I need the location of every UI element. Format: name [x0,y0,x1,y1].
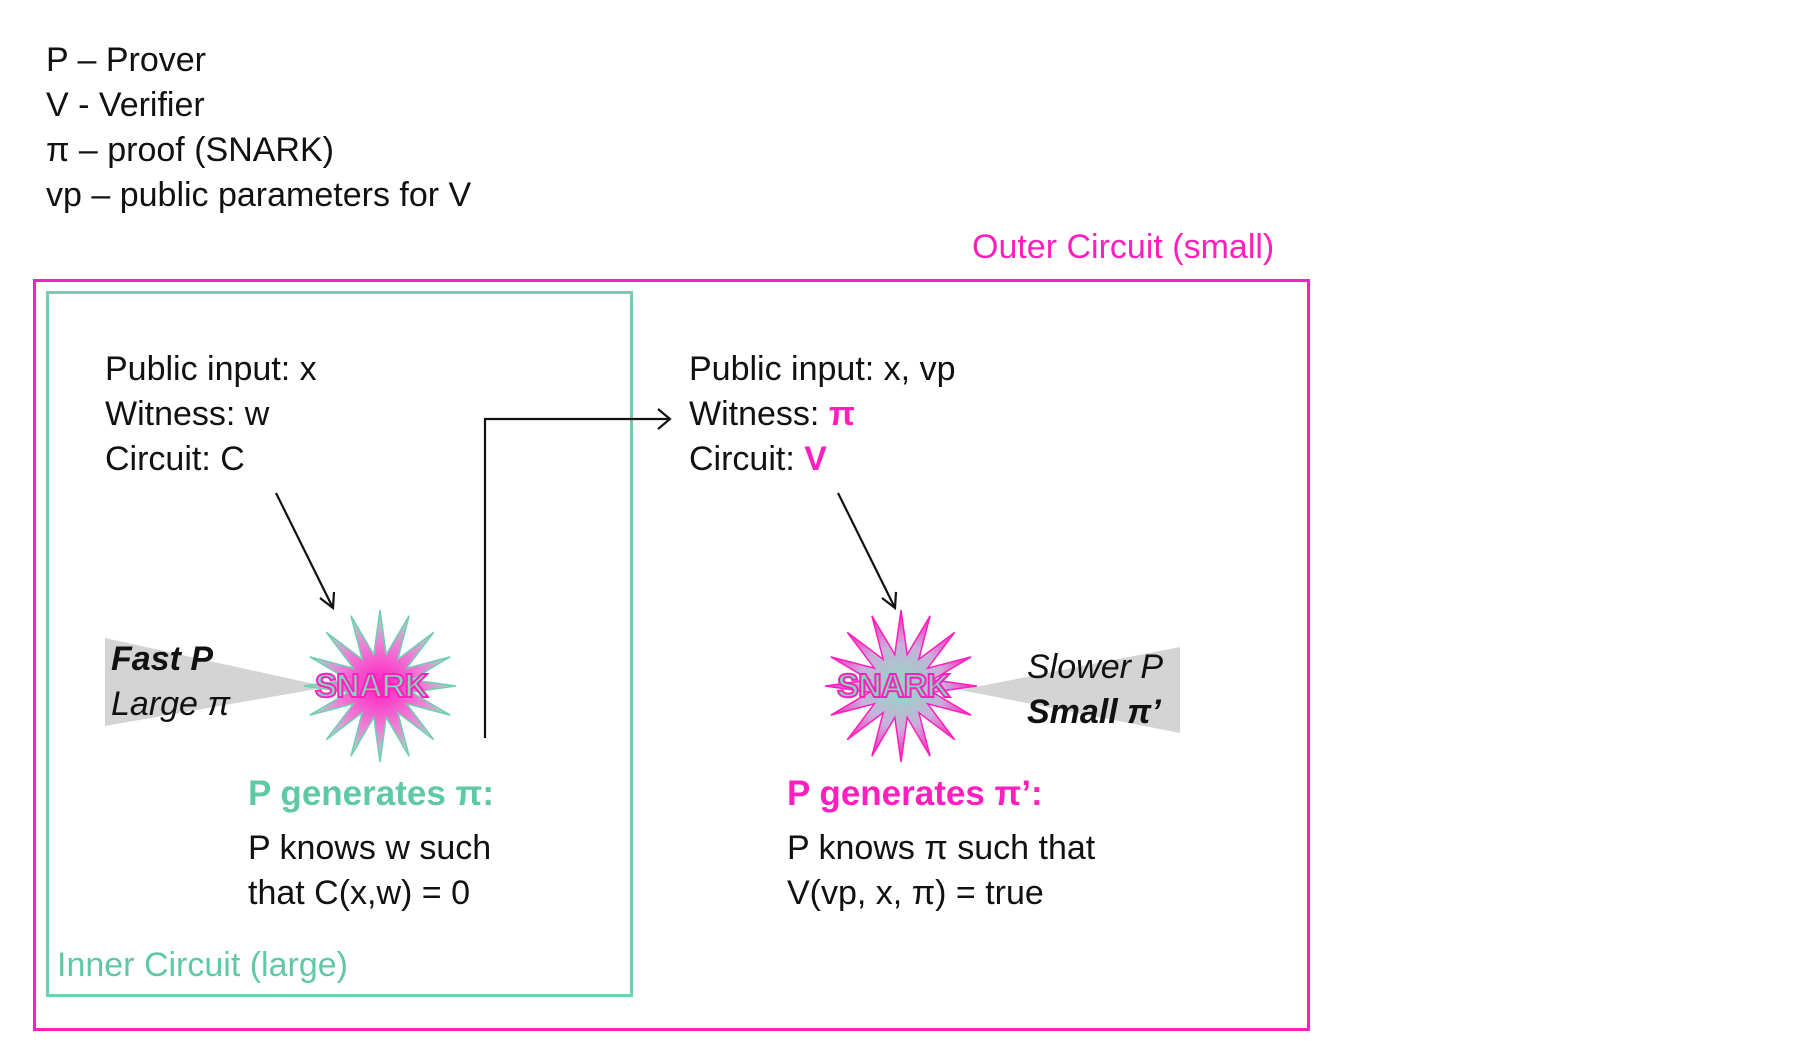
left-public-input: Public input: x [105,350,317,388]
left-tag-size: Large π [111,685,231,723]
legend-verifier: V - Verifier [46,86,205,124]
right-input-arrow [837,492,898,611]
right-circuit-value: V [804,440,827,478]
left-witness: Witness: w [105,395,270,433]
right-spotlight-cone [960,647,1180,733]
right-witness: Witness: π [689,392,955,437]
legend: P – Prover V - Verifier π – proof (SNARK… [46,38,471,218]
left-tag-speed: Fast P [111,640,214,678]
right-statement-line-2: V(vp, x, π) = true [787,874,1044,912]
legend-public-parameters: vp – public parameters for V [46,176,472,214]
left-tag: Fast P Large π [111,637,230,727]
left-input-arrow [275,492,336,611]
inner-circuit-title: Inner Circuit (large) [57,946,348,984]
left-statement-line-1: P knows w such [248,829,492,867]
right-witness-label: Witness: [689,395,829,433]
right-generates-heading: P generates π’: [787,774,1043,813]
left-circuit: Circuit: C [105,440,245,478]
right-snark-starburst [824,609,978,763]
right-public-input: Public input: x, vp [689,350,956,388]
left-spotlight-cone [105,638,328,726]
legend-proof: π – proof (SNARK) [46,131,334,169]
right-statement: P knows π such that V(vp, x, π) = true [787,826,1095,916]
right-statement-line-1: P knows π such that [787,829,1096,867]
right-inputs: Public input: x, vp Witness: π Circuit: … [689,347,955,482]
right-snark-label: SNARK [836,666,951,705]
inner-circuit-box [46,291,633,997]
left-statement: P knows w such that C(x,w) = 0 [248,826,491,916]
right-tag-size: Small π’ [1027,693,1161,731]
right-circuit: Circuit: V [689,437,955,482]
left-inputs: Public input: x Witness: w Circuit: C [105,347,317,482]
outer-circuit-title: Outer Circuit (small) [972,228,1275,266]
left-snark-label: SNARK [314,666,429,705]
right-tag-speed: Slower P [1027,648,1164,686]
outer-circuit-box [33,279,1310,1031]
proof-connector-arrow [483,408,672,738]
left-generates-heading: P generates π: [248,774,494,813]
right-tag: Slower P Small π’ [1027,645,1163,735]
legend-prover: P – Prover [46,41,207,79]
left-statement-line-2: that C(x,w) = 0 [248,874,471,912]
right-witness-value: π [828,395,855,433]
right-circuit-label: Circuit: [689,440,805,478]
left-snark-starburst [303,609,457,763]
